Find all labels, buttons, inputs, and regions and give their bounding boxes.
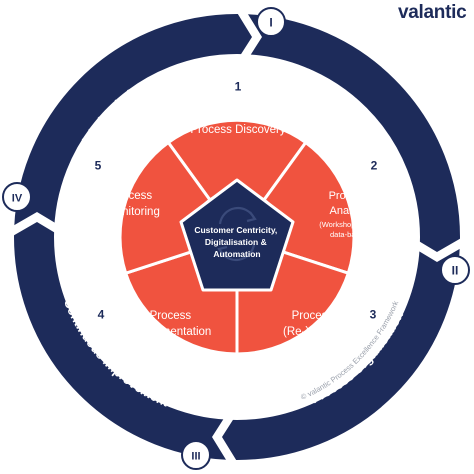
chevron-left-icon <box>11 212 62 237</box>
svg-text:III: III <box>191 451 200 463</box>
phase-5-title: Process Monitoring <box>106 190 160 218</box>
pillar-badge-iii: III <box>181 440 211 470</box>
phase-2-subtitle: (Workshop and/or data-based) <box>319 220 381 239</box>
chevron-right-icon <box>412 237 463 262</box>
pillar-badge-ii: II <box>440 255 470 285</box>
phase-1-title: Process Discovery <box>190 124 285 136</box>
svg-text:2: 2 <box>371 159 378 173</box>
outer-ring <box>14 14 460 460</box>
svg-text:I: I <box>269 16 272 30</box>
phase-5-badge: 5 <box>86 153 110 177</box>
svg-text:4: 4 <box>98 308 105 322</box>
phase-2-badge: 2 <box>362 153 386 177</box>
chevron-bottom-icon <box>212 412 238 463</box>
phase-1-badge: 1 <box>226 74 250 98</box>
cycle-arrows-icon <box>217 206 257 262</box>
chevron-top-icon <box>236 11 262 62</box>
pillar-badge-i: I <box>256 7 286 37</box>
phase-3-badge: 3 <box>361 302 385 326</box>
brand-logo: valantic <box>398 2 467 23</box>
phase-3-title: Process (Re-)Design <box>283 310 345 338</box>
phase-4-title: Process Implementation <box>133 310 212 338</box>
pillar-badge-iv: IV <box>2 182 32 212</box>
svg-text:1: 1 <box>235 80 242 94</box>
svg-text:5: 5 <box>95 159 102 173</box>
core-pentagon <box>179 178 295 292</box>
phase-2-title: Process Analysis <box>329 190 372 217</box>
core-text: Customer Centricity, Digitalisation & Au… <box>194 225 279 259</box>
phase-4-badge: 4 <box>89 302 113 326</box>
svg-text:IV: IV <box>12 193 23 205</box>
svg-text:3: 3 <box>370 308 377 322</box>
svg-text:II: II <box>452 264 459 278</box>
